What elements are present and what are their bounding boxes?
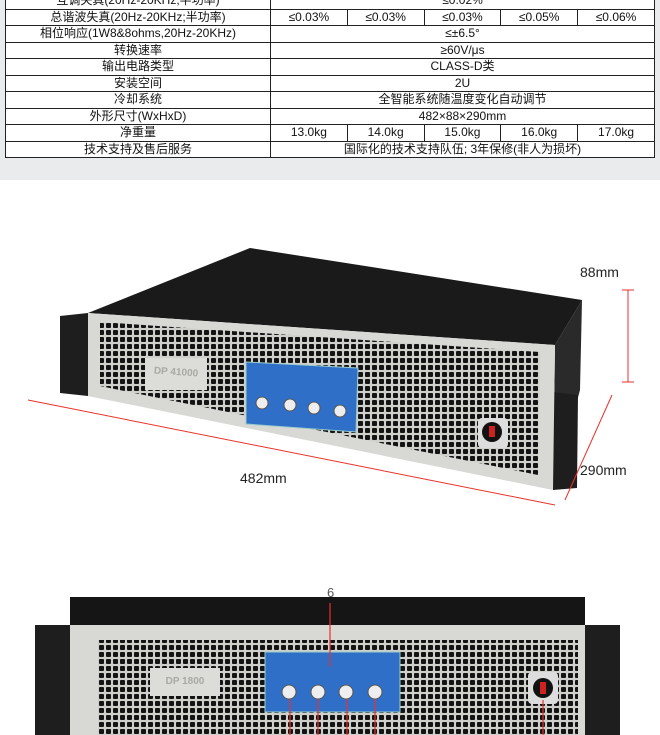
row-label: 输出电路类型 <box>5 58 271 76</box>
control-panel <box>245 361 359 433</box>
right-rack-ear <box>585 625 620 735</box>
table-row: 冷却系统全智能系统随温度变化自动调节 <box>5 91 655 109</box>
depth-dimension-label: 290mm <box>580 462 627 478</box>
row-value: 482×88×290mm <box>270 107 655 125</box>
row-value: 16.0kg <box>500 124 579 142</box>
amplifier-front-view <box>35 597 620 735</box>
left-rack-ear <box>35 625 70 735</box>
right-rack-ear <box>553 392 578 490</box>
width-dimension-label: 482mm <box>240 470 287 486</box>
spec-table: 互调失真(20Hz-20KHz;半功率)≤0.02%总谐波失真(20Hz-20K… <box>5 0 655 158</box>
callout-number: 6 <box>327 585 335 600</box>
row-label: 冷却系统 <box>5 91 271 109</box>
model-badge-front: DP 1800 <box>165 676 205 687</box>
dimension-lines <box>27 289 634 506</box>
table-row: 技术支持及售后服务国际化的技术支持队伍; 3年保修(非人为损坏) <box>5 140 655 158</box>
row-value: 国际化的技术支持队伍; 3年保修(非人为损坏) <box>270 140 655 158</box>
height-dimension-label: 88mm <box>580 264 619 280</box>
amplifier-angled-view <box>60 248 582 490</box>
left-rack-ear <box>60 313 88 396</box>
row-label: 技术支持及售后服务 <box>5 140 271 158</box>
spec-table-section: 互调失真(20Hz-20KHz;半功率)≤0.02%总谐波失真(20Hz-20K… <box>0 0 660 180</box>
row-value: CLASS-D类 <box>270 58 655 76</box>
row-value: ≤0.03% <box>346 8 425 26</box>
table-row: 相位响应(1W8&8ohms,20Hz-20KHz)≤±6.5° <box>5 25 655 43</box>
row-value: 13.0kg <box>270 124 348 142</box>
row-value: 全智能系统随温度变化自动调节 <box>270 91 655 109</box>
control-panel <box>264 651 401 713</box>
table-row: 外形尺寸(WxHxD)482×88×290mm <box>5 107 655 125</box>
